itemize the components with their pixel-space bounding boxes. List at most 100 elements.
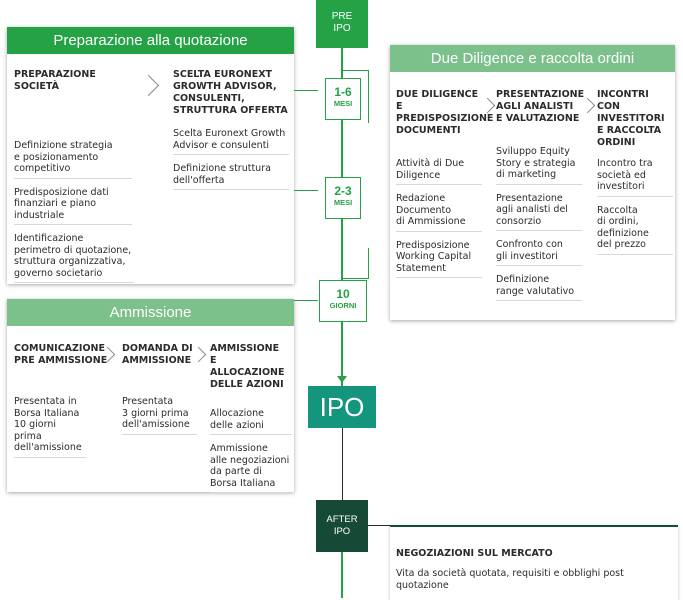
- negoziazioni-title: NEGOZIAZIONI SUL MERCATO: [396, 548, 553, 559]
- col-title-line: DOMANDA DI: [122, 343, 193, 354]
- list-item: Definizione strategia e posizionamento c…: [14, 137, 132, 179]
- item-line: Allocazione: [210, 408, 264, 419]
- item-line: Identificazione: [14, 233, 84, 244]
- item-line: di ordini,: [597, 216, 639, 227]
- after-ipo-box: AFTER IPO: [316, 500, 368, 552]
- chevron-right-icon: [137, 74, 160, 97]
- col-title: DUE DILIGENCE E PREDISPOSIZIONE DOCUMENT…: [396, 89, 494, 137]
- list-item: Attività di Due Diligence: [396, 155, 482, 185]
- connector-step3-left: [294, 300, 318, 301]
- item-line: Redazione: [396, 193, 446, 204]
- col-title: INCONTRI CON INVESTITORI E RACCOLTA ORDI…: [597, 89, 673, 149]
- pre-ipo-box: PRE IPO: [316, 0, 368, 48]
- list-item: Presentata 3 giorni prima dell'amissione: [122, 393, 197, 435]
- list-item: Confronto con gli investitori: [496, 236, 582, 266]
- item-line: perimetro di quotazione,: [14, 244, 132, 256]
- list-item: Scelta Euronext Growth Advisor e consule…: [173, 125, 289, 155]
- card-negoziazioni: NEGOZIAZIONI SUL MERCATO Vita da società…: [390, 525, 678, 600]
- item-line: delle azioni: [210, 419, 264, 431]
- item-line: dell'amissione: [122, 419, 190, 430]
- item-line: Definizione strategia: [14, 140, 113, 151]
- col-presentazione-analisti: PRESENTAZIONE AGLI ANALISTI E VALUTAZION…: [496, 89, 585, 301]
- arrow-down-icon: [337, 376, 347, 383]
- item-line: definizione: [597, 227, 649, 239]
- timeline-line-bottom: [341, 552, 343, 598]
- item-line: Incontro tra: [597, 158, 653, 169]
- item-line: Presentata: [122, 396, 174, 407]
- col-title-line: GROWTH ADVISOR,: [173, 81, 277, 92]
- chevron-right-icon: [579, 97, 596, 114]
- col-scelta-advisor: SCELTA EURONEXT GROWTH ADVISOR, CONSULEN…: [173, 69, 289, 190]
- col-title-line: E RACCOLTA: [597, 125, 662, 136]
- list-item: Presentata in Borsa Italiana 10 giorni p…: [14, 393, 86, 458]
- card-title-ammissione: Ammissione: [7, 299, 294, 326]
- item-line: consorzio: [496, 215, 542, 227]
- item-line: investitori: [597, 181, 645, 192]
- timeline-step-2-3-mesi: 2-3 MESI: [325, 177, 361, 219]
- list-item: Allocazione delle azioni: [210, 405, 292, 435]
- timeline-line-mid: [342, 428, 343, 500]
- col-title-line: SOCIETÀ: [14, 81, 60, 92]
- item-line: struttura organizzativa,: [14, 256, 126, 267]
- connector-step1-left: [294, 90, 318, 91]
- list-item: Incontro tra società ed investitori: [597, 155, 673, 197]
- item-line: Statement: [396, 262, 446, 274]
- step-number: 10: [336, 287, 350, 301]
- item-line: Ammissione: [210, 443, 268, 454]
- item-line: Documento: [396, 204, 452, 216]
- item-line: dell'offerta: [173, 174, 225, 186]
- col-title-line: E VALUTAZIONE: [496, 113, 580, 124]
- item-line: e posizionamento: [14, 151, 99, 163]
- item-line: da parte di: [210, 466, 262, 477]
- timeline-step-10-giorni: 10 GIORNI: [319, 280, 367, 322]
- step-unit: GIORNI: [329, 301, 357, 310]
- col-title-line: DELLE AZIONI: [210, 379, 284, 390]
- item-line: del prezzo: [597, 239, 646, 250]
- col-title-line: AMMISSIONE: [210, 343, 280, 354]
- col-title: DOMANDA DI AMMISSIONE: [122, 343, 197, 367]
- chevron-right-icon: [479, 97, 496, 114]
- item-line: Diligence: [396, 169, 441, 181]
- col-due-diligence: DUE DILIGENCE E PREDISPOSIZIONE DOCUMENT…: [396, 89, 494, 278]
- item-line: Story e strategia: [496, 157, 576, 169]
- col-title-line: DUE DILIGENCE E: [396, 89, 479, 112]
- item-line: Raccolta: [597, 204, 638, 216]
- list-item: Presentazione agli analisti del consorzi…: [496, 190, 582, 231]
- item-line: Predisposizione dati: [14, 186, 109, 198]
- list-item: Definizione range valutativo: [496, 271, 582, 301]
- item-line: 3 giorni prima: [122, 407, 189, 419]
- col-title-line: PRESENTAZIONE: [496, 89, 585, 100]
- after-ipo-line2: IPO: [333, 526, 351, 537]
- col-title-line: AGLI ANALISTI: [496, 101, 574, 112]
- item-line: range valutativo: [496, 285, 575, 297]
- col-title: AMMISSIONE E ALLOCAZIONE DELLE AZIONI: [210, 343, 292, 391]
- item-line: Definizione: [496, 274, 550, 285]
- item-line: Advisor e consulenti: [173, 139, 270, 151]
- connector-step3-right: [342, 248, 369, 279]
- item-line: dell'amissione: [14, 442, 82, 453]
- col-title-line: E ALLOCAZIONE: [210, 355, 285, 378]
- list-item: Definizione struttura dell'offerta: [173, 160, 289, 190]
- col-preparazione-societa: PREPARAZIONE SOCIETÀ Definizione strateg…: [14, 69, 134, 283]
- col-title-line: SCELTA EURONEXT: [173, 69, 273, 80]
- list-item: Sviluppo Equity Story e strategia di mar…: [496, 143, 582, 185]
- list-item: Ammissione alle negoziazioni da parte di…: [210, 440, 292, 493]
- item-line: alle negoziazioni: [210, 454, 290, 466]
- card-due-diligence: Due Diligence e raccolta ordini DUE DILI…: [390, 45, 675, 320]
- col-comunicazione: COMUNICAZIONE PRE AMMISSIONE Presentata …: [14, 343, 109, 458]
- list-item: Predisposizione Working Capital Statemen…: [396, 237, 482, 278]
- item-line: agli analisti del: [496, 204, 568, 215]
- col-title-line: PREDISPOSIZIONE: [396, 113, 494, 124]
- connector-after-ipo: [368, 525, 390, 526]
- col-ammissione-allocazione: AMMISSIONE E ALLOCAZIONE DELLE AZIONI Al…: [210, 343, 292, 493]
- col-title: COMUNICAZIONE PRE AMMISSIONE: [14, 343, 109, 367]
- col-title-line: AMMISSIONE: [122, 355, 192, 366]
- list-item: Predisposizione dati finanziari e piano …: [14, 184, 132, 225]
- item-line: competitivo: [14, 163, 71, 174]
- list-item: Raccolta di ordini, definizione del prez…: [597, 202, 673, 255]
- col-title: PREPARAZIONE SOCIETÀ: [14, 69, 132, 93]
- card-title-due-diligence: Due Diligence e raccolta ordini: [390, 45, 675, 72]
- item-line: Borsa Italiana: [210, 477, 276, 489]
- item-line: Scelta Euronext Growth: [173, 128, 286, 139]
- ipo-box: IPO: [308, 386, 376, 428]
